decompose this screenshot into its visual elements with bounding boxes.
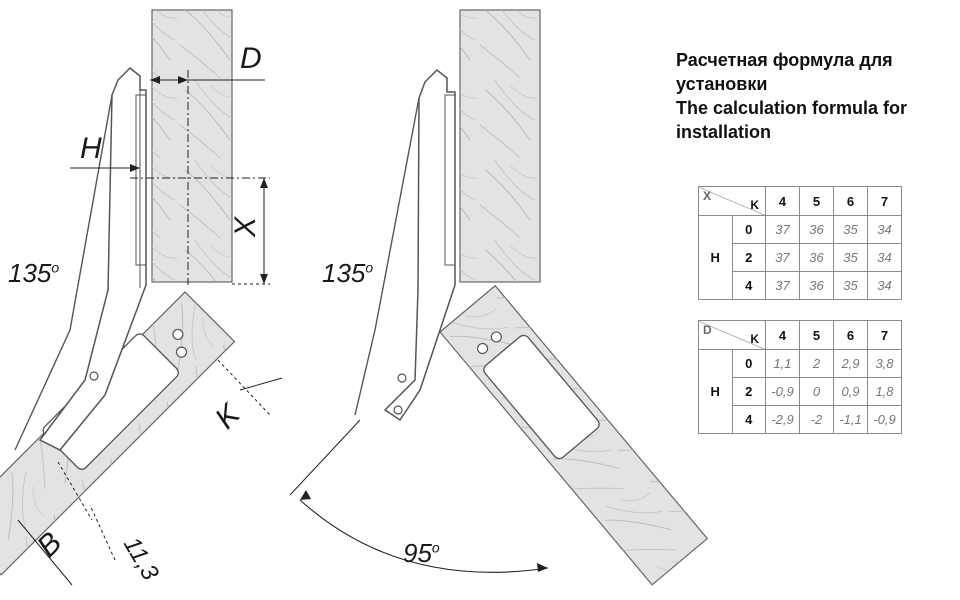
table-cell: -2 [799, 405, 834, 434]
row-key: 4 [731, 405, 766, 434]
table-cell: -1,1 [833, 405, 868, 434]
formula-line-ru-2: установки [676, 74, 768, 94]
table-cell: 34 [867, 215, 902, 244]
table-cell: 36 [799, 271, 834, 300]
column-header: 4 [765, 320, 800, 350]
right-hinge-arm [383, 68, 456, 422]
column-header: 6 [833, 320, 868, 350]
table-cell: -0,9 [765, 377, 800, 406]
table-cell: 37 [765, 215, 800, 244]
table-cell: 2,9 [833, 349, 868, 378]
row-header: H [698, 215, 733, 300]
d-value-table: D K 4 5 6 7 H 0 1,1 2 2,9 3,8 2 -0,9 0 0… [698, 320, 902, 434]
table-cell: 1,8 [867, 377, 902, 406]
table-cell: 34 [867, 271, 902, 300]
column-header: 7 [867, 320, 902, 350]
table-cell: 35 [833, 243, 868, 272]
table-cell: 36 [799, 215, 834, 244]
dimension-x-label: X [229, 216, 263, 238]
formula-line-ru-1: Расчетная формула для [676, 50, 893, 70]
right-door-panel [439, 284, 709, 586]
table-cell: 37 [765, 271, 800, 300]
angle-right-label: 135o [322, 258, 374, 288]
dimension-h-label: H [80, 132, 102, 165]
column-header: 6 [833, 186, 868, 216]
x-value-table: X K 4 5 6 7 H 0 37 36 35 34 2 37 36 35 3… [698, 186, 902, 300]
row-key: 0 [731, 215, 766, 244]
opening-angle-arc [299, 499, 549, 573]
column-header: 7 [867, 186, 902, 216]
column-header: 5 [799, 186, 834, 216]
formula-line-en-1: The calculation formula for [676, 98, 908, 118]
table-corner: D K [698, 320, 766, 350]
right-drawing [289, 9, 709, 586]
column-header: 5 [799, 320, 834, 350]
opening-angle-label: 95o [403, 538, 440, 568]
formula-line-en-2: installation [676, 122, 772, 142]
table-cell: 3,8 [867, 349, 902, 378]
angle-left-label: 135o [8, 258, 60, 288]
row-header: H [698, 349, 733, 434]
dimension-d-label: D [240, 42, 262, 75]
table-cell: 2 [799, 349, 834, 378]
table-cell: 0,9 [833, 377, 868, 406]
left-drawing [0, 9, 283, 586]
table-cell: 35 [833, 215, 868, 244]
table-cell: 35 [833, 271, 868, 300]
table-cell: -0,9 [867, 405, 902, 434]
table-cell: 34 [867, 243, 902, 272]
left-hinge-arm [38, 66, 147, 451]
table-cell: 36 [799, 243, 834, 272]
table-cell: -2,9 [765, 405, 800, 434]
row-key: 4 [731, 271, 766, 300]
formula-heading: Расчетная формула для установки The calc… [676, 48, 946, 144]
row-key: 2 [731, 243, 766, 272]
table-cell: 0 [799, 377, 834, 406]
table-corner: X K [698, 186, 766, 216]
table-cell: 1,1 [765, 349, 800, 378]
left-door-panel [0, 291, 236, 576]
table-cell: 37 [765, 243, 800, 272]
column-header: 4 [765, 186, 800, 216]
row-key: 0 [731, 349, 766, 378]
row-key: 2 [731, 377, 766, 406]
